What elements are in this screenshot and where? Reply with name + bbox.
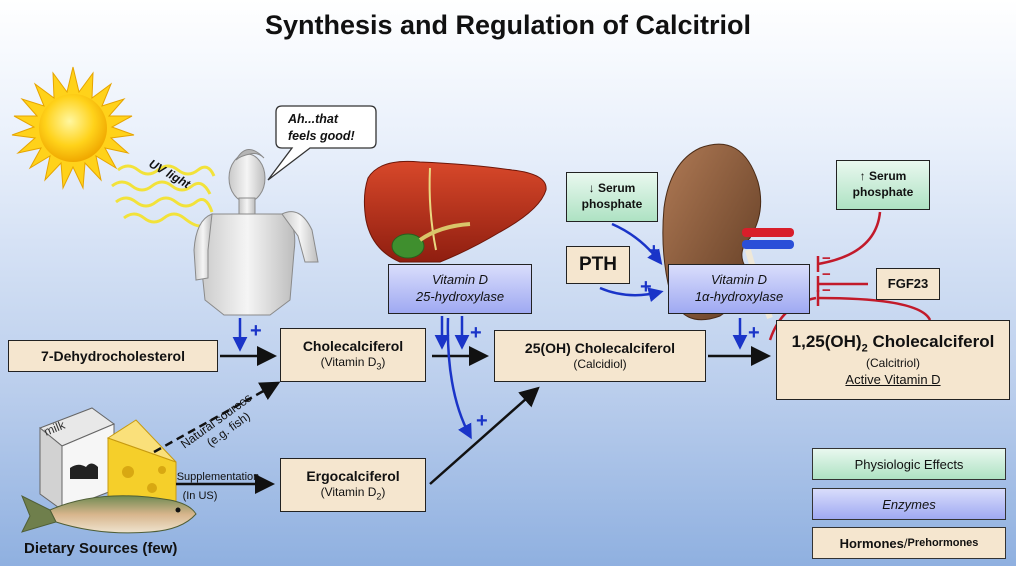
ergocalciferol-label: Ergocalciferol bbox=[306, 467, 400, 484]
enzyme-25-hydroxylase: Vitamin D 25-hydroxylase bbox=[388, 264, 532, 314]
enzyme-25-line1: Vitamin D bbox=[431, 272, 489, 288]
calcitriol-suffix: Cholecalciferol bbox=[867, 332, 995, 352]
legend-hormones-label: Hormones bbox=[839, 535, 904, 551]
calcitriol-box: 1,25(OH)2 Cholecalciferol (Calcitriol) A… bbox=[776, 320, 1010, 400]
cheese-icon bbox=[106, 419, 177, 511]
fgf23-box: FGF23 bbox=[876, 268, 940, 300]
plus-sign: + bbox=[250, 320, 262, 342]
ergocalciferol-sub-num: 2 bbox=[376, 491, 382, 502]
sun-icon bbox=[11, 66, 135, 190]
legend-enzymes-label: Enzymes bbox=[882, 496, 936, 512]
cholecalciferol-box: Cholecalciferol (Vitamin D3) bbox=[280, 328, 426, 382]
cholecalciferol-sub-num: 3 bbox=[376, 361, 382, 372]
serum-low-arrow: ↓ bbox=[588, 181, 595, 196]
calcidiol-box: 25(OH) Cholecalciferol (Calcidiol) bbox=[494, 330, 706, 382]
serum-low-word: Serum bbox=[597, 181, 636, 196]
uv-rays bbox=[111, 164, 216, 228]
pth-box: PTH bbox=[566, 246, 630, 284]
milk-carton-icon bbox=[39, 407, 116, 511]
enzyme-1a-line1: Vitamin D bbox=[710, 272, 768, 288]
legend-physiologic-effects: Physiologic Effects bbox=[812, 448, 1006, 480]
minus-sign: − bbox=[822, 250, 831, 267]
dietary-sources-label: Dietary Sources (few) bbox=[24, 540, 178, 557]
serum-high-arrow: ↑ bbox=[859, 169, 866, 184]
plus-sign: + bbox=[476, 410, 488, 432]
supplementation-line2: (In US) bbox=[182, 490, 218, 502]
legend-enzymes: Enzymes bbox=[812, 488, 1006, 520]
liver-icon bbox=[363, 160, 547, 263]
pth-label: PTH bbox=[579, 253, 617, 275]
calcidiol-sub: (Calcidiol) bbox=[573, 357, 627, 372]
speech-bubble bbox=[267, 105, 377, 181]
calcitriol-prefix: 1,25(OH) bbox=[791, 332, 862, 352]
plus-sign: + bbox=[640, 276, 652, 298]
serum-high-word: Serum bbox=[868, 169, 907, 184]
legend-physio-label: Physiologic Effects bbox=[854, 456, 964, 472]
ergocalciferol-sub-prefix: (Vitamin D bbox=[320, 485, 377, 500]
legend-slash: / bbox=[903, 535, 908, 551]
calcitriol-active-label: Active Vitamin D bbox=[845, 371, 941, 387]
minus-sign: − bbox=[822, 282, 831, 299]
serum-high-line2: phosphate bbox=[852, 185, 914, 199]
serum-low-line2: phosphate bbox=[581, 197, 643, 211]
speech-line-1: Ah...that bbox=[287, 112, 339, 126]
supplementation-line1: Supplementation bbox=[176, 471, 260, 483]
legend-prehormones-label: Prehormones bbox=[907, 537, 979, 549]
calcitriol-sub-num: 2 bbox=[861, 342, 868, 355]
dehydrocholesterol-label: 7-Dehydrocholesterol bbox=[41, 347, 185, 364]
ergocalciferol-box: Ergocalciferol (Vitamin D2) bbox=[280, 458, 426, 512]
serum-phosphate-high-box: ↑ Serum phosphate bbox=[836, 160, 930, 210]
enzyme-1a-hydroxylase: Vitamin D 1α-hydroxylase bbox=[668, 264, 810, 314]
plus-sign: + bbox=[470, 322, 482, 344]
enzyme-1a-line2: 1α-hydroxylase bbox=[694, 289, 784, 304]
fgf23-label: FGF23 bbox=[887, 275, 929, 291]
fish-icon bbox=[21, 494, 197, 534]
plus-sign: + bbox=[748, 322, 760, 344]
conversion-arrows bbox=[153, 346, 771, 494]
page-title: Synthesis and Regulation of Calcitriol bbox=[264, 10, 752, 40]
serum-phosphate-low-box: ↓ Serum phosphate bbox=[566, 172, 658, 222]
dehydrocholesterol-box: 7-Dehydrocholesterol bbox=[8, 340, 218, 372]
statue-icon bbox=[193, 149, 319, 316]
cholecalciferol-label: Cholecalciferol bbox=[302, 337, 404, 354]
calcitriol-sub: (Calcitriol) bbox=[866, 356, 920, 371]
legend-hormones: Hormones / Prehormones bbox=[812, 527, 1006, 559]
plus-sign: + bbox=[648, 240, 660, 262]
enzyme-25-line2: 25-hydroxylase bbox=[415, 289, 505, 304]
speech-line-2: feels good! bbox=[288, 129, 355, 143]
activation-arrows bbox=[232, 222, 748, 440]
calcidiol-label: 25(OH) Cholecalciferol bbox=[524, 340, 676, 357]
cholecalciferol-sub-prefix: (Vitamin D bbox=[320, 355, 377, 370]
minus-sign: − bbox=[822, 266, 831, 283]
